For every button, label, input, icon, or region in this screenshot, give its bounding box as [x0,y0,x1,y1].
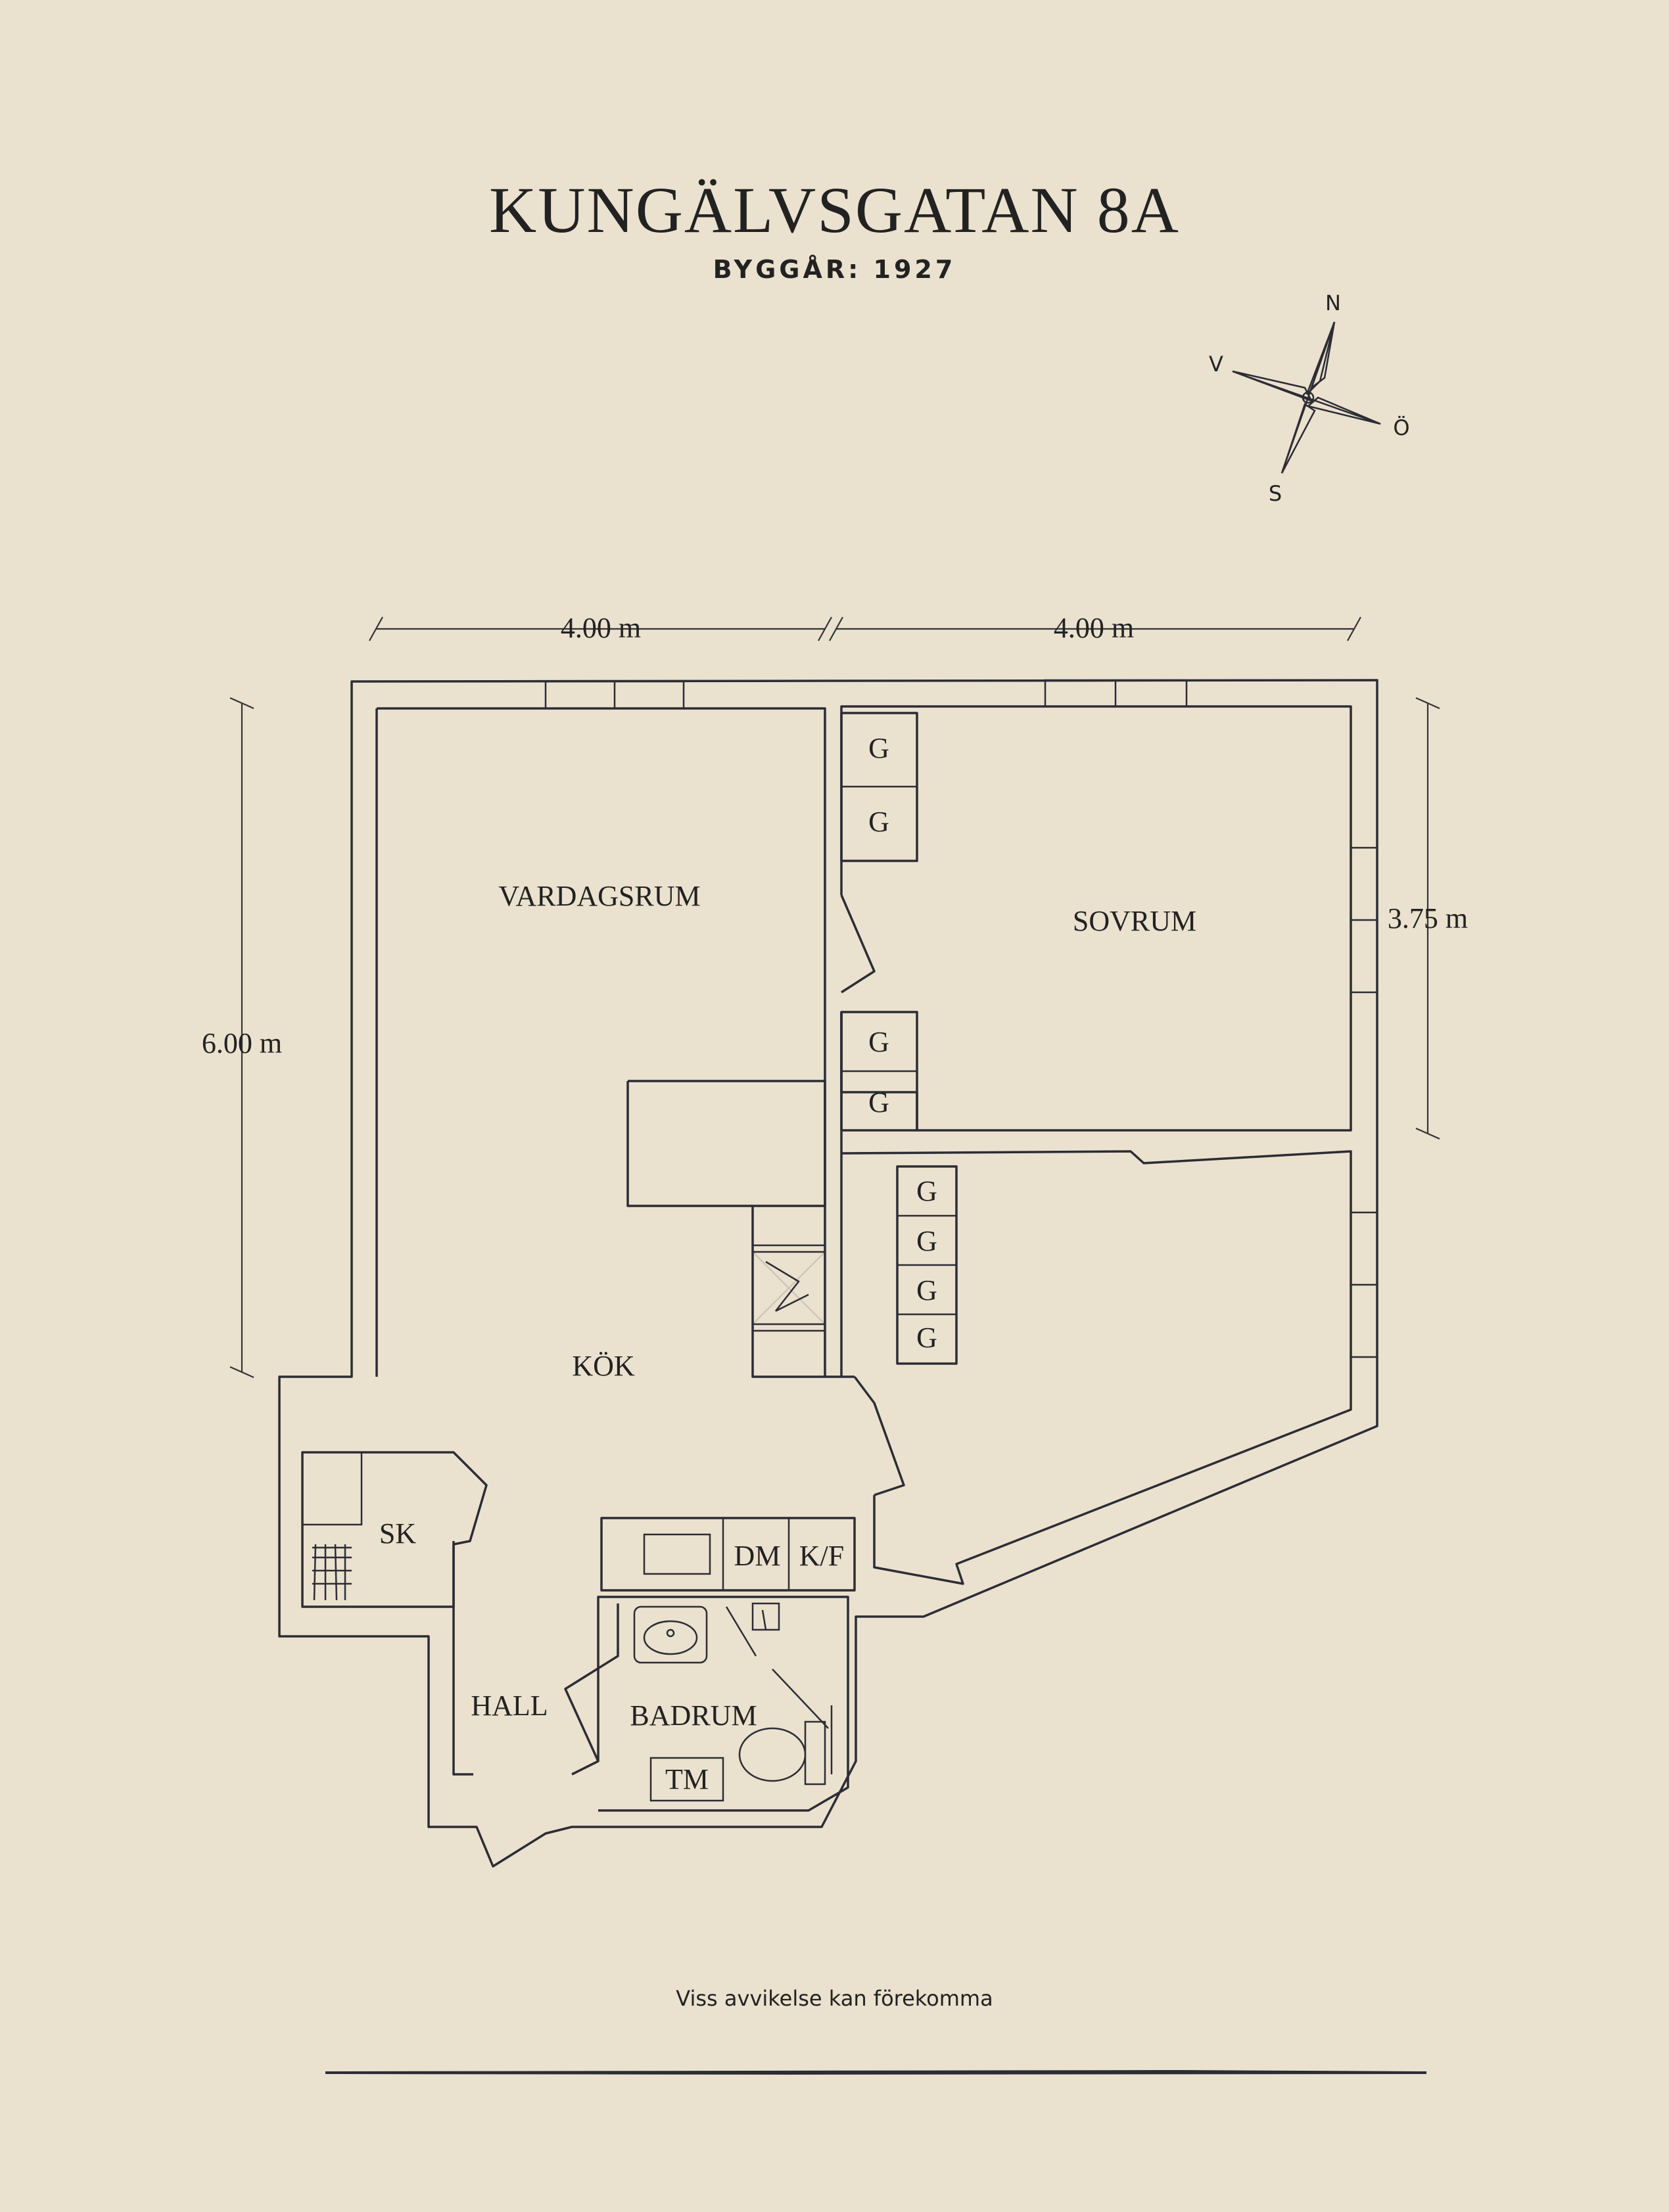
closets [840,712,958,1365]
closet-label: G [916,1175,937,1207]
compass-east: Ö [1393,415,1409,440]
closet-label: G [916,1225,937,1257]
build-year: BYGGÅR: 1927 [713,255,956,284]
closet-label: G [868,806,889,838]
dimension-label: 4.00 m [561,612,641,644]
dimension-top-right: 4.00 m [829,612,1361,644]
compass-rose-icon: N V Ö S [1209,290,1410,506]
appliance-dm: DM [734,1540,781,1572]
closet-label: G [916,1322,937,1354]
windows [544,679,1378,1358]
dimension-label: 3.75 m [1388,902,1468,934]
dimension-label: 6.00 m [202,1027,282,1059]
dimension-top-left: 4.00 m [369,612,832,644]
room-sk: SK [379,1517,416,1550]
interior-walls [301,894,905,1868]
room-sovrum: SOVRUM [1073,905,1196,937]
closet-label: G [868,732,889,764]
appliance-tm: TM [665,1763,709,1795]
closet-label: G [916,1274,937,1306]
footer-rule [325,2070,1426,2075]
dimension-label: 4.00 m [1054,612,1134,644]
room-badrum: BADRUM [630,1699,757,1732]
room-kok: KÖK [572,1350,635,1382]
room-vardagsrum: VARDAGSRUM [498,880,700,912]
disclaimer: Viss avvikelse kan förekomma [676,1986,993,2011]
page-title: KUNGÄLVSGATAN 8A [489,173,1180,246]
compass-west: V [1209,352,1223,377]
dimension-left: 6.00 m [202,697,282,1379]
room-hall: HALL [471,1690,548,1722]
closet-label: G [868,1086,889,1118]
dimension-right: 3.75 m [1388,697,1468,1140]
closet-label: G [868,1026,889,1058]
compass-north: N [1325,290,1341,315]
compass-south: S [1269,481,1282,506]
appliance-kf: K/F [799,1540,844,1572]
exterior-walls [278,679,1378,1868]
